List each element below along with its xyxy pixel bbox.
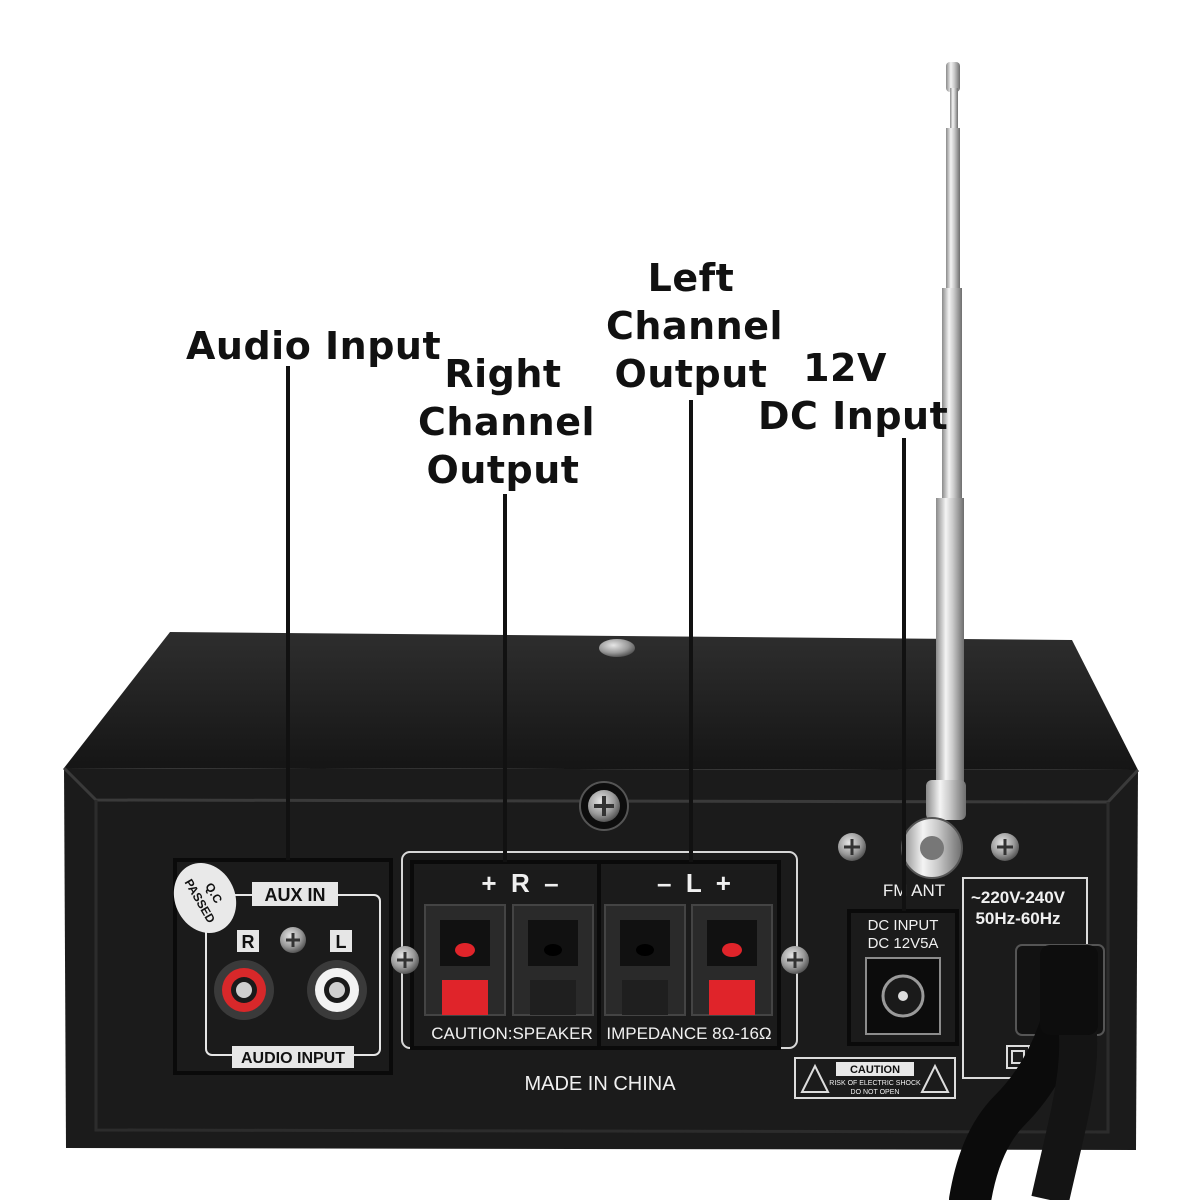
left-positive-terminal[interactable] — [691, 904, 773, 1016]
aux-r-label: R — [242, 932, 255, 952]
ac-voltage-label: ~220V-240V — [971, 888, 1066, 907]
callout-right-channel: Right Channel Output — [418, 352, 595, 492]
svg-text:RISK OF ELECTRIC SHOCK: RISK OF ELECTRIC SHOCK — [829, 1080, 921, 1087]
speaker-left-polarity: – L + — [657, 868, 731, 898]
svg-text:CAUTION: CAUTION — [850, 1064, 900, 1076]
qc-sticker: Q.C PASSED — [173, 862, 237, 934]
right-positive-terminal[interactable] — [424, 904, 506, 1016]
leader-dc-input — [902, 438, 906, 911]
panel-screw-right — [991, 833, 1019, 861]
impedance-label: IMPEDANCE 8Ω-16Ω — [606, 1024, 771, 1043]
fm-antenna — [901, 62, 966, 879]
callout-dc-input: 12V DC Input — [758, 346, 949, 438]
dc-rating-label: DC 12V5A — [868, 935, 939, 952]
ac-frequency-label: 50Hz-60Hz — [975, 909, 1060, 928]
audio-input-frame — [173, 858, 393, 1075]
left-channel-frame — [597, 860, 781, 1050]
side-screw-right — [781, 946, 809, 974]
dc-barrel-jack[interactable] — [865, 957, 941, 1035]
right-negative-terminal[interactable] — [512, 904, 594, 1016]
left-negative-terminal[interactable] — [604, 904, 686, 1016]
leader-right-channel — [503, 494, 507, 862]
center-screw — [579, 781, 629, 831]
power-cord — [949, 945, 1098, 1200]
speaker-right-polarity: + R – — [481, 868, 558, 898]
fm-ant-label: FM ANT — [883, 881, 945, 900]
panel-screw-left — [838, 833, 866, 861]
made-in-china-label: MADE IN CHINA — [524, 1073, 676, 1095]
callout-audio-input: Audio Input — [186, 324, 442, 368]
leader-audio-input — [286, 366, 290, 860]
callout-left-channel: Left Channel Output — [606, 256, 783, 396]
rca-white-jack[interactable] — [307, 960, 367, 1020]
caution-speaker-label: CAUTION:SPEAKER — [431, 1024, 593, 1043]
dc-input-panel-label: DC INPUT — [868, 917, 939, 934]
side-screw-left — [391, 946, 419, 974]
dc-input-frame — [847, 909, 959, 1046]
caution-plate: CAUTION RISK OF ELECTRIC SHOCK DO NOT OP… — [794, 1057, 956, 1099]
leader-left-channel — [689, 400, 693, 862]
audio-input-panel-label: AUDIO INPUT — [241, 1050, 345, 1067]
aux-center-screw — [280, 927, 306, 953]
svg-text:DO NOT OPEN: DO NOT OPEN — [851, 1089, 900, 1096]
top-screw — [599, 639, 635, 657]
rca-red-jack[interactable] — [214, 960, 274, 1020]
chassis-top — [64, 632, 1138, 770]
aux-l-label: L — [336, 932, 347, 952]
aux-in-label: AUX IN — [264, 885, 325, 905]
